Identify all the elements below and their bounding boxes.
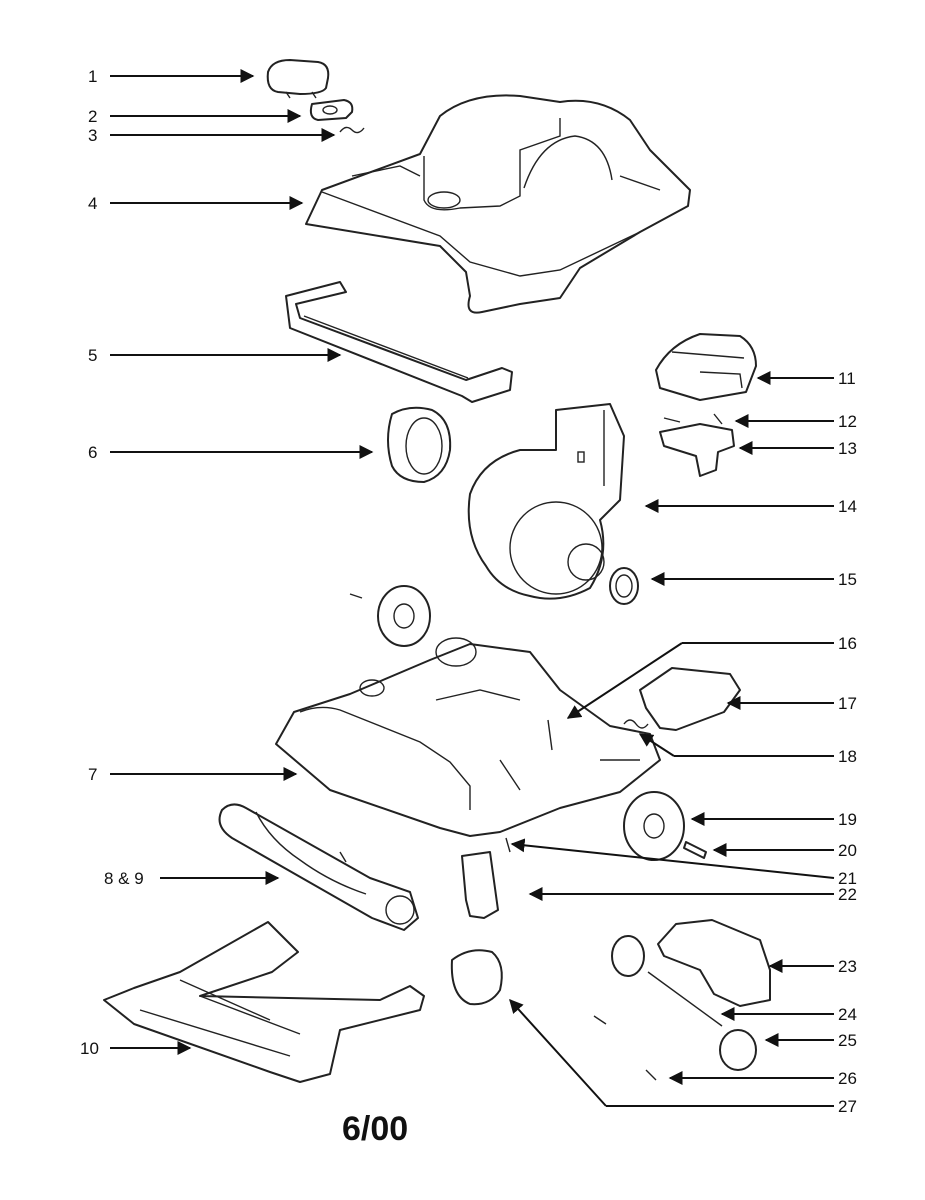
part-3-clip xyxy=(339,126,365,134)
part-27-belt xyxy=(450,949,503,1006)
leader-18b xyxy=(638,733,675,757)
part-10-base-plate xyxy=(103,921,425,1083)
part-20-axle-pin xyxy=(683,841,707,859)
part-18-spring xyxy=(623,719,649,729)
part-17-pedal xyxy=(639,667,741,731)
callout-11: 11 xyxy=(838,369,856,388)
callout-2: 2 xyxy=(88,107,97,126)
part-11-handle-release xyxy=(655,333,757,401)
leader-16b xyxy=(566,642,683,719)
callout-10: 10 xyxy=(80,1039,99,1058)
part-2-pad xyxy=(309,99,354,121)
part-25-wheels xyxy=(611,935,757,1071)
part-13-latch xyxy=(659,423,735,477)
callout-24: 24 xyxy=(838,1005,857,1024)
callout-21: 21 xyxy=(838,869,857,888)
callout-17: 17 xyxy=(838,694,857,713)
callout-labels: 1 2 3 4 5 6 7 8 & 9 10 11 12 13 14 15 16… xyxy=(80,67,857,1116)
part-8-9-brushroll xyxy=(218,803,419,931)
callout-8-9: 8 & 9 xyxy=(104,869,144,888)
callout-6: 6 xyxy=(88,443,97,462)
callout-27: 27 xyxy=(838,1097,857,1116)
callout-14: 14 xyxy=(838,497,857,516)
callout-13: 13 xyxy=(838,439,857,458)
callout-18: 18 xyxy=(838,747,857,766)
part-4-hood xyxy=(305,94,691,314)
part-21-screw xyxy=(339,837,511,863)
leader-21 xyxy=(510,838,835,879)
leader-lines xyxy=(110,69,835,1107)
callout-26: 26 xyxy=(838,1069,857,1088)
leader-27b xyxy=(509,998,607,1107)
part-7-base xyxy=(275,593,661,837)
part-6-belt-ring xyxy=(387,406,452,483)
part-1-cover-plate xyxy=(266,59,330,99)
callout-19: 19 xyxy=(838,810,857,829)
part-23-caster-housing xyxy=(657,919,771,1007)
part-19-wheel xyxy=(623,791,685,861)
callout-23: 23 xyxy=(838,957,857,976)
part-12-screws xyxy=(663,413,723,425)
callout-4: 4 xyxy=(88,194,97,213)
callout-22: 22 xyxy=(838,885,857,904)
callout-5: 5 xyxy=(88,346,97,365)
callout-3: 3 xyxy=(88,126,97,145)
part-5-bumper xyxy=(285,281,513,403)
callout-25: 25 xyxy=(838,1031,857,1050)
part-15-ring xyxy=(609,567,639,605)
callout-20: 20 xyxy=(838,841,857,860)
callout-15: 15 xyxy=(838,570,857,589)
revision-date: 6/00 xyxy=(342,1110,408,1148)
part-26-screw xyxy=(593,1015,657,1081)
callout-7: 7 xyxy=(88,765,97,784)
part-16-pin xyxy=(547,719,553,751)
part-24-axle xyxy=(647,971,723,1027)
part-wheel-upper xyxy=(377,585,431,647)
part-22-pivot xyxy=(461,851,499,919)
callout-1: 1 xyxy=(88,67,97,86)
part-14-motor xyxy=(467,403,625,600)
callout-12: 12 xyxy=(838,412,857,431)
callout-16: 16 xyxy=(838,634,857,653)
